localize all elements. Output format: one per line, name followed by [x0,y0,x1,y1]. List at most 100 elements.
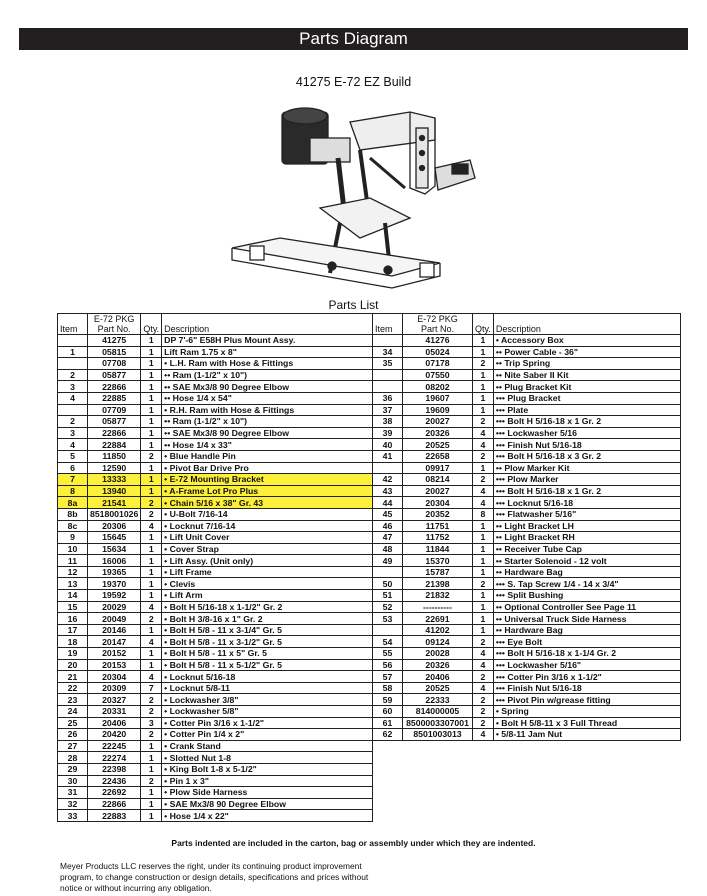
item-cell: 15 [57,600,88,614]
description-cell: DP 7'-6" E58H Plus Mount Assy. [161,334,374,347]
qty-cell: 2 [140,774,163,788]
part-number-cell: 20309 [86,681,142,695]
description-cell: • SAE Mx3/8 90 Degree Elbow [161,797,374,811]
description-cell: • Locknut 5/8-11 [161,681,374,695]
item-cell [372,565,403,579]
part-number-cell: 20327 [86,693,142,706]
description-cell: • Bolt H 3/8-16 x 1" Gr. 2 [161,612,374,625]
qty-cell: 4 [140,519,163,533]
item-cell: 49 [372,554,403,567]
qty-cell: 1 [140,751,163,764]
part-number-cell: 15370 [402,554,473,567]
item-cell: 18 [57,635,88,649]
description-cell: • L.H. Ram with Hose & Fittings [161,357,374,370]
part-number-cell: 22658 [402,449,473,463]
qty-cell: 1 [140,739,163,753]
part-number-cell: 07178 [402,357,473,370]
item-cell: 25 [57,716,88,730]
qty-cell: 1 [140,415,163,428]
qty-cell: 1 [140,623,163,637]
qty-cell: 1 [140,554,163,567]
description-cell: • Accessory Box [492,334,681,347]
item-cell: 8 [57,484,88,498]
part-number-cell: 12590 [86,461,142,475]
qty-cell: 1 [472,589,494,602]
qty-cell: 1 [472,542,494,556]
item-cell: 8b [57,507,88,521]
item-cell: 31 [57,786,88,799]
description-cell: • Locknut 7/16-14 [161,519,374,533]
description-cell: ••• Cotter Pin 3/16 x 1-1/2" [492,670,681,683]
qty-cell: 4 [472,484,494,498]
part-number-cell: 8501003013 [402,728,473,741]
item-cell: 2 [57,415,88,428]
item-cell: 39 [372,426,403,440]
page-banner: Parts Diagram [19,28,688,50]
part-number-cell: 22866 [86,797,142,811]
item-cell: 33 [57,809,88,822]
item-cell: 17 [57,623,88,637]
qty-cell: 1 [472,345,494,359]
item-cell: 12 [57,565,88,579]
description-cell: ••• Plug Bracket [492,391,681,405]
description-cell: ••• Bolt H 5/16-18 x 1-1/4 Gr. 2 [492,647,681,660]
part-number-cell: 20049 [86,612,142,625]
qty-cell: 1 [472,519,494,533]
item-cell: 20 [57,658,88,672]
item-cell: 58 [372,681,403,695]
qty-cell: 1 [472,565,494,579]
description-cell: • Bolt H 5/8 - 11 x 5" Gr. 5 [161,647,374,660]
part-number-cell: 07708 [86,357,142,370]
item-cell: 36 [372,391,403,405]
description-cell: •• Receiver Tube Cap [492,542,681,556]
description-cell: • Bolt H 5/8 - 11 x 5-1/2" Gr. 5 [161,658,374,672]
description-cell: •• Universal Truck Side Harness [492,612,681,625]
part-number-cell: 19592 [86,589,142,602]
item-cell: 7 [57,473,88,486]
description-cell: • Locknut 5/16-18 [161,670,374,683]
part-number-cell: 41276 [402,334,473,347]
part-number-cell: 20029 [86,600,142,614]
part-number-cell: 21541 [86,496,142,509]
description-cell: • Bolt H 5/8 - 11 x 3-1/4" Gr. 5 [161,623,374,637]
item-header: Item [372,313,403,335]
item-cell: 53 [372,612,403,625]
model-subtitle: 41275 E-72 EZ Build [295,75,412,89]
legal-line: Meyer Products LLC reserves the right, u… [60,861,362,871]
item-cell: 32 [57,797,88,811]
item-cell: 46 [372,519,403,533]
description-cell: • Crank Stand [161,739,374,753]
description-cell: •• SAE Mx3/8 90 Degree Elbow [161,380,374,393]
part-number-cell: 20406 [86,716,142,730]
item-cell: 8a [57,496,88,509]
item-cell: 62 [372,728,403,741]
part-number-cell: 20525 [402,438,473,451]
qty-cell: 1 [140,391,163,405]
pkg-label: E-72 PKG [417,314,458,325]
item-cell: 26 [57,728,88,741]
